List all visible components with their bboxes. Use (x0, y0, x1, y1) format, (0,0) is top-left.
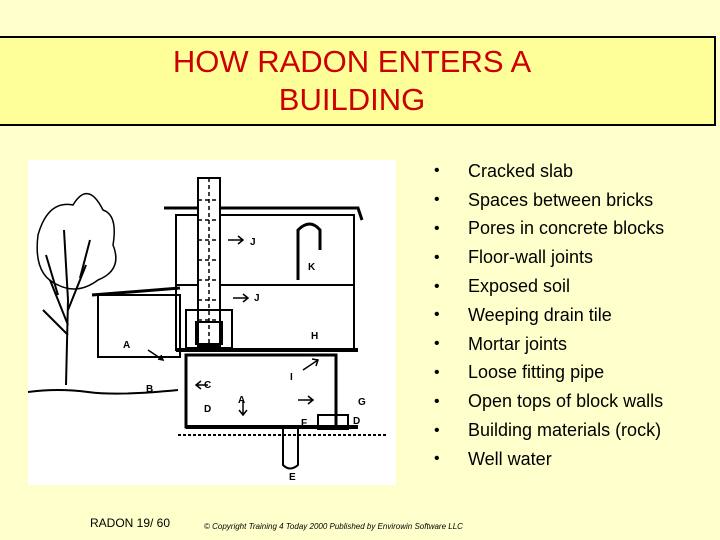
label-a-floor: A (238, 395, 245, 406)
label-a-side: A (123, 340, 130, 351)
label-j-lower: J (254, 293, 260, 304)
label-f: F (301, 418, 307, 429)
title-banner: HOW RADON ENTERS A BUILDING (0, 36, 716, 126)
bullet-icon: • (434, 335, 440, 353)
bullet-icon: • (434, 421, 440, 439)
label-c: C (204, 380, 211, 391)
list-item: •Mortar joints (424, 330, 714, 359)
label-h: H (311, 331, 318, 342)
house-radon-diagram: A A B C D D E F G H I J J K (28, 160, 396, 485)
radon-entry-list: •Cracked slab •Spaces between bricks •Po… (424, 157, 714, 474)
bullet-icon: • (434, 363, 440, 381)
label-i: I (290, 372, 293, 383)
tree-icon (36, 193, 117, 386)
bullet-icon: • (434, 191, 440, 209)
label-g: G (358, 397, 366, 408)
list-item: •Spaces between bricks (424, 186, 714, 215)
label-j-upper: J (250, 237, 256, 248)
list-item: •Open tops of block walls (424, 387, 714, 416)
bullet-icon: • (434, 277, 440, 295)
list-item: •Well water (424, 445, 714, 474)
label-e: E (289, 472, 296, 483)
list-item: •Floor-wall joints (424, 243, 714, 272)
copyright-notice: © Copyright Training 4 Today 2000 Publis… (204, 522, 463, 531)
list-item: •Exposed soil (424, 272, 714, 301)
list-item: •Building materials (rock) (424, 416, 714, 445)
bullet-icon: • (434, 306, 440, 324)
slide-number: RADON 19/ 60 (90, 516, 171, 530)
bullet-icon: • (434, 392, 440, 410)
list-item: •Loose fitting pipe (424, 359, 714, 388)
slide-title: HOW RADON ENTERS A BUILDING (172, 44, 532, 117)
label-d-wall: D (204, 404, 211, 415)
label-b: B (146, 384, 153, 395)
list-item: •Weeping drain tile (424, 301, 714, 330)
bullet-icon: • (434, 450, 440, 468)
bullet-icon: • (434, 248, 440, 266)
house-illustration: A A B C D D E F G H I J J K (28, 177, 388, 483)
list-item: •Pores in concrete blocks (424, 215, 714, 244)
bullet-icon: • (434, 219, 440, 237)
list-item: •Cracked slab (424, 157, 714, 186)
bullet-icon: • (434, 162, 440, 180)
label-d-drain: D (353, 416, 360, 427)
label-k: K (308, 262, 316, 273)
